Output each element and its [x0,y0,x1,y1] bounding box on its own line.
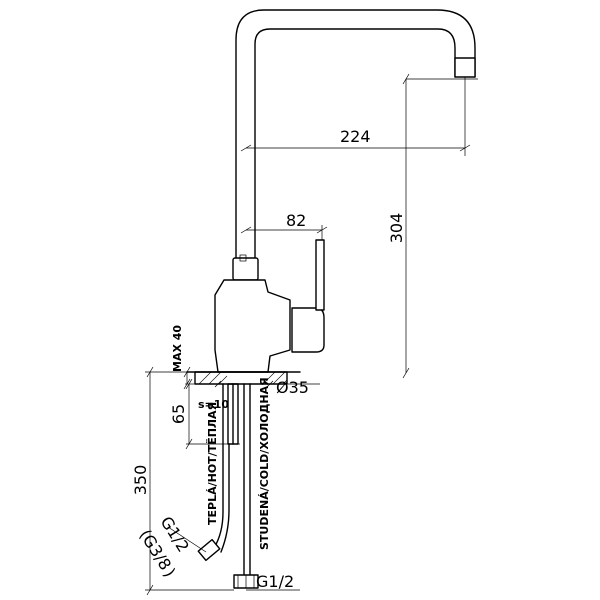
dim-82-text: 82 [286,211,306,230]
dim-65-text: 65 [169,404,188,424]
dim-hose-length: 350 [131,366,234,596]
cold-thread-text: G1/2 [256,572,294,591]
dim-s10-text: s=10 [198,398,229,411]
dim-spout-reach: 224 [240,77,471,156]
hot-thread-callout: G1/2 ( G3/8 ) [136,513,207,580]
cold-thread-callout: G1/2 [246,572,300,591]
dim-304-text: 304 [387,213,406,244]
dim-total-height: 304 [387,73,478,379]
cold-hose-label: STUDENÁ/COLD/ХОЛОДНАЯ [258,377,271,550]
faucet-body [214,254,291,373]
dim-35-text: Ø35 [276,378,309,397]
dim-thread-length: 65 s=10 [169,378,240,450]
spout-aerator [454,57,476,78]
dim-350-text: 350 [131,465,150,496]
lever-handle [291,239,325,353]
dim-224-text: 224 [340,127,371,146]
mounting-rod-and-hoses [197,383,259,589]
hot-hose-label: TEPLÁ/HOT/ТЁПЛАЯ [205,402,219,525]
dim-lever-offset: 82 [240,211,328,240]
dim-base-diameter: Ø35 [214,378,320,397]
dim-max-40-text: MAX 40 [171,325,184,372]
spout [235,9,476,259]
hot-hose-nut [197,538,221,562]
